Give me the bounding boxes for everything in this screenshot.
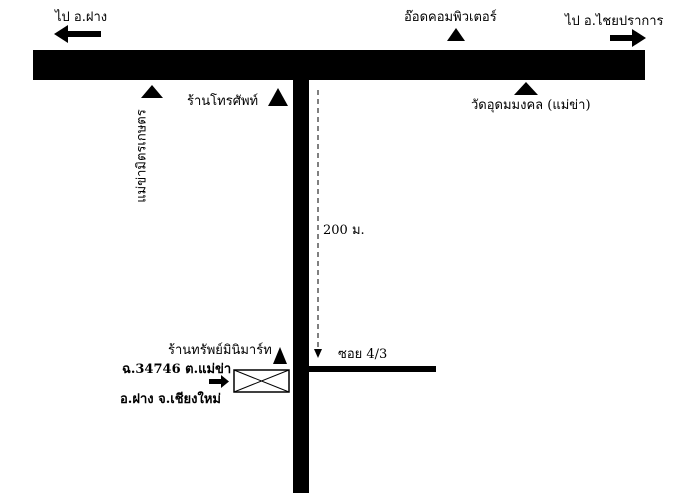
temple-label: วัดอุดมมงคล (แม่ข่า)	[471, 98, 591, 113]
right-arrow-icon	[610, 29, 646, 47]
school-label: แม่ข่ามิตรเกษตร	[134, 109, 150, 203]
school-marker-icon	[141, 85, 163, 98]
main-road	[33, 50, 645, 80]
phone-shop-label: ร้านโทรศัพท์	[187, 94, 259, 109]
temple-marker-icon	[514, 82, 538, 95]
address-line-1: ฉ.34746 ต.แม่ข่า	[122, 362, 232, 377]
soi-label: ซอย 4/3	[338, 347, 388, 362]
to-fang-label: ไป อ.ฝาง	[55, 10, 108, 25]
soi-road	[309, 366, 436, 372]
address-line-2: อ.ฝาง จ.เชียงใหม่	[120, 392, 221, 407]
destination-arrow-icon	[209, 375, 229, 388]
distance-label: 200 ม.	[323, 223, 365, 238]
computer-shop-label: อ๊อดคอมพิวเตอร์	[404, 10, 497, 25]
sap-shop-marker-icon	[273, 347, 287, 364]
phone-shop-marker-icon	[268, 88, 288, 106]
computer-shop-marker-icon	[447, 28, 465, 41]
side-road	[293, 80, 309, 493]
distance-arrowhead-icon	[314, 349, 322, 358]
destination-box-icon	[233, 369, 290, 393]
left-arrow-icon	[54, 25, 101, 43]
to-chai-prakan-label: ไป อ.ไชยปราการ	[565, 14, 664, 29]
sap-shop-label: ร้านทรัพย์มินิมาร์ท	[168, 343, 272, 358]
